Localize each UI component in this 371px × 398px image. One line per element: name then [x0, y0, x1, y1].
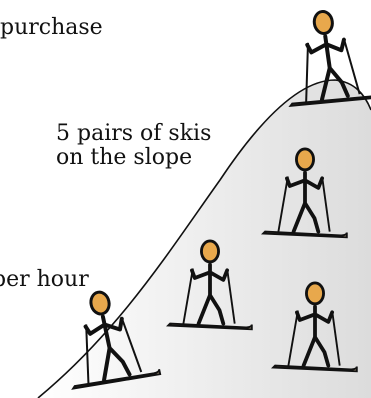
ski-pair: [288, 92, 371, 108]
skiers-layer: [71, 10, 371, 390]
skier-figure: [261, 147, 348, 239]
pairs-on-slope-label: 5 pairs of skis on the slope: [56, 122, 211, 170]
ski-pole: [287, 310, 299, 366]
ski-pole: [85, 324, 90, 384]
pairs-on-slope-line-1: 5 pairs of skis: [56, 121, 212, 146]
ski-pole: [277, 176, 289, 232]
skier-body: [285, 170, 325, 234]
skier-figure: [271, 281, 358, 373]
ski-pole: [321, 176, 331, 232]
ski-pole: [226, 268, 236, 324]
ski-pair: [271, 364, 358, 373]
hill-outline: [37, 79, 371, 398]
skier-body: [295, 304, 335, 368]
ski-pole: [182, 268, 194, 324]
skier-body: [83, 314, 132, 382]
skier-figure: [71, 290, 162, 390]
skier-figure: [288, 10, 371, 108]
skier-head: [312, 10, 334, 35]
skier-body: [305, 34, 350, 102]
ski-pole: [120, 316, 143, 373]
ski-pair: [166, 322, 253, 331]
skier-figure: [166, 239, 253, 331]
ski-pole: [305, 42, 309, 102]
pairs-on-slope-line-2: on the slope: [56, 145, 193, 170]
purchase-label: purchase: [0, 15, 103, 40]
skier-head: [89, 290, 111, 316]
ski-pole: [331, 310, 341, 366]
skier-head: [305, 281, 325, 306]
ski-pair: [71, 369, 162, 390]
skier-body: [190, 262, 230, 326]
ski-pair: [261, 230, 348, 239]
skier-head: [200, 239, 220, 264]
ski-pole: [342, 37, 361, 95]
skier-head: [295, 147, 315, 172]
per-hour-label: per hour: [0, 267, 89, 292]
